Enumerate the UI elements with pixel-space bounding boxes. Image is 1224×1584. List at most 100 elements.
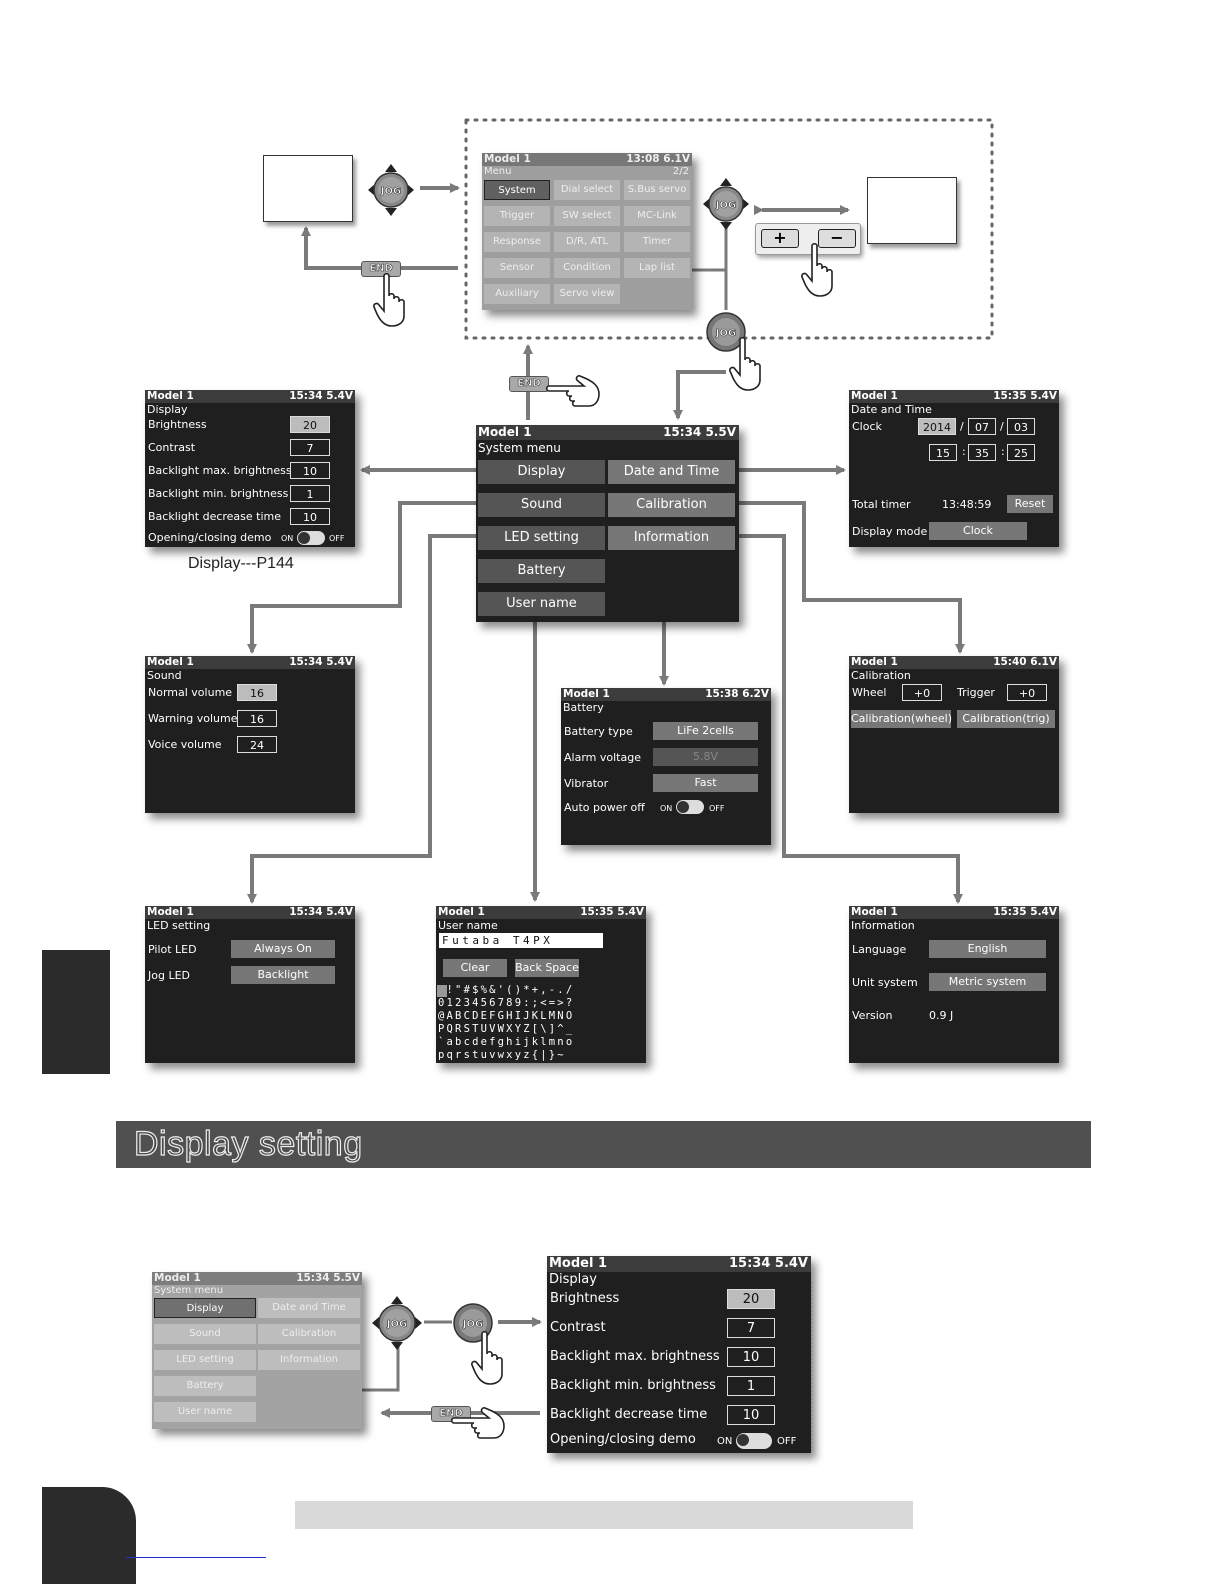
system-menu-item[interactable]: Information	[608, 526, 735, 550]
year-field[interactable]: 2014	[918, 418, 956, 435]
setting-value[interactable]: 10	[290, 508, 330, 525]
alarm-voltage-label: Alarm voltage	[564, 751, 641, 764]
setting-value[interactable]: 1	[727, 1376, 775, 1396]
keyboard-row[interactable]: !"#$%&'()*+,-./	[438, 984, 575, 996]
keyboard-row[interactable]: `abcdefghijklmno	[438, 1036, 575, 1048]
day-field[interactable]: 03	[1007, 418, 1035, 435]
model-name: Model 1	[154, 1272, 201, 1284]
system-menu-item[interactable]: LED setting	[478, 526, 605, 550]
menu-item[interactable]: Trigger	[484, 206, 550, 226]
system-menu-item[interactable]: Date and Time	[608, 460, 735, 484]
menu-item[interactable]: Auxiliary	[484, 284, 550, 304]
system-menu-item[interactable]: Sound	[478, 493, 605, 517]
menu-item[interactable]: S.Bus servo	[624, 180, 690, 200]
menu-item[interactable]: Lap list	[624, 258, 690, 278]
setting-value[interactable]: 10	[727, 1347, 775, 1367]
pilot-led-select[interactable]: Always On	[231, 940, 335, 958]
system-menu-item[interactable]: Display	[154, 1298, 256, 1318]
month-field[interactable]: 07	[968, 418, 996, 435]
setting-value[interactable]: 10	[727, 1405, 775, 1425]
calibration-wheel-button[interactable]: Calibration(wheel)	[851, 710, 952, 728]
menu-item[interactable]: Condition	[554, 258, 620, 278]
clear-button[interactable]: Clear	[443, 959, 507, 977]
setting-value[interactable]: 1	[290, 485, 330, 502]
menu-item[interactable]: MC-Link	[624, 206, 690, 226]
demo-toggle[interactable]	[736, 1433, 772, 1449]
volume-value[interactable]: 24	[237, 736, 277, 753]
system-menu-item[interactable]: User name	[154, 1402, 256, 1422]
plus-button[interactable]: +	[761, 229, 799, 248]
reset-button[interactable]: Reset	[1007, 495, 1053, 513]
jog-dial-icon[interactable]: JOG	[703, 178, 749, 230]
status-text: 15:34 5.4V	[289, 656, 353, 668]
battery-type-label: Battery type	[564, 725, 633, 738]
menu-item[interactable]: Sensor	[484, 258, 550, 278]
menu-item[interactable]: Timer	[624, 232, 690, 252]
system-menu-item[interactable]: User name	[478, 592, 605, 616]
status-text: 13:08 6.1V	[626, 153, 690, 165]
jog-dial-icon[interactable]: JOG	[368, 164, 414, 216]
name-input[interactable]: Futaba T4PX	[439, 933, 603, 948]
menu-item[interactable]: D/R, ATL	[554, 232, 620, 252]
battery-type-select[interactable]: LiFe 2cells	[653, 722, 758, 740]
clock-label: Clock	[852, 420, 882, 433]
vibrator-select[interactable]: Fast	[653, 774, 758, 792]
setting-value[interactable]: 10	[290, 462, 330, 479]
trigger-value[interactable]: +0	[1007, 684, 1047, 701]
volume-value[interactable]: 16	[237, 684, 277, 701]
off-label: OFF	[329, 534, 345, 543]
menu-item[interactable]: Response	[484, 232, 550, 252]
minute-field[interactable]: 35	[968, 444, 996, 461]
unit-system-select[interactable]: Metric system	[929, 973, 1046, 991]
wheel-value[interactable]: +0	[902, 684, 942, 701]
jog-led-select[interactable]: Backlight	[231, 966, 335, 984]
system-menu-item[interactable]: Date and Time	[258, 1298, 360, 1318]
second-field[interactable]: 25	[1007, 444, 1035, 461]
date-separator: /	[960, 420, 964, 433]
menu-title: System menu	[154, 1285, 224, 1296]
calibration-trig-button[interactable]: Calibration(trig)	[957, 710, 1055, 728]
auto-power-off-toggle[interactable]	[676, 800, 704, 814]
keyboard-row[interactable]: PQRSTUVWXYZ[\]^_	[438, 1023, 575, 1035]
keyboard-row[interactable]: 0123456789:;<=>?	[438, 997, 575, 1009]
system-menu-item[interactable]: LED setting	[154, 1350, 256, 1370]
menu-item[interactable]: SW select	[554, 206, 620, 226]
top-menu-screen: Model 113:08 6.1V Menu 2/2 System menuDi…	[482, 153, 692, 310]
minus-button[interactable]: −	[818, 229, 856, 248]
time-separator: :	[1001, 445, 1005, 458]
setting-label: Backlight max. brightness	[148, 464, 292, 477]
keyboard-row[interactable]: pqrstuvwxyz{|}~	[438, 1049, 566, 1061]
hour-field[interactable]: 15	[929, 444, 957, 461]
setting-value[interactable]: 7	[727, 1318, 775, 1338]
system-menu-item[interactable]: Information	[258, 1350, 360, 1370]
end-button[interactable]: END	[361, 261, 401, 277]
backspace-button[interactable]: Back Space	[515, 959, 579, 977]
system-menu-item[interactable]: Calibration	[258, 1324, 360, 1344]
system-menu-item[interactable]: Battery	[478, 559, 605, 583]
model-name: Model 1	[478, 425, 532, 439]
end-button[interactable]: END	[509, 376, 549, 392]
setting-value[interactable]: 20	[290, 416, 330, 433]
demo-toggle[interactable]	[297, 531, 325, 545]
jog-push-icon[interactable]: JOG	[704, 310, 748, 354]
system-menu-item[interactable]: Sound	[154, 1324, 256, 1344]
display-mode-label: Display mode	[852, 525, 928, 538]
system-menu-item[interactable]: Display	[478, 460, 605, 484]
setting-value[interactable]: 20	[727, 1289, 775, 1309]
status-text: 15:34 5.4V	[289, 390, 353, 402]
setting-value[interactable]: 7	[290, 439, 330, 456]
menu-item[interactable]: System menu	[484, 180, 550, 216]
volume-value[interactable]: 16	[237, 710, 277, 727]
display-mode-select[interactable]: Clock	[929, 522, 1027, 540]
pointing-hand-icon	[450, 1407, 505, 1439]
system-menu-item[interactable]: Calibration	[608, 493, 735, 517]
pointing-hand-icon	[471, 1330, 503, 1385]
status-text: 15:35 5.4V	[993, 390, 1057, 402]
system-menu-item[interactable]: Battery	[154, 1376, 256, 1396]
menu-item[interactable]: Dial select	[554, 180, 620, 200]
language-select[interactable]: English	[929, 940, 1046, 958]
keyboard-row[interactable]: @ABCDEFGHIJKLMNO	[438, 1010, 575, 1022]
jog-dial-icon[interactable]: JOG	[372, 1296, 422, 1350]
menu-item[interactable]: Servo view	[554, 284, 620, 304]
